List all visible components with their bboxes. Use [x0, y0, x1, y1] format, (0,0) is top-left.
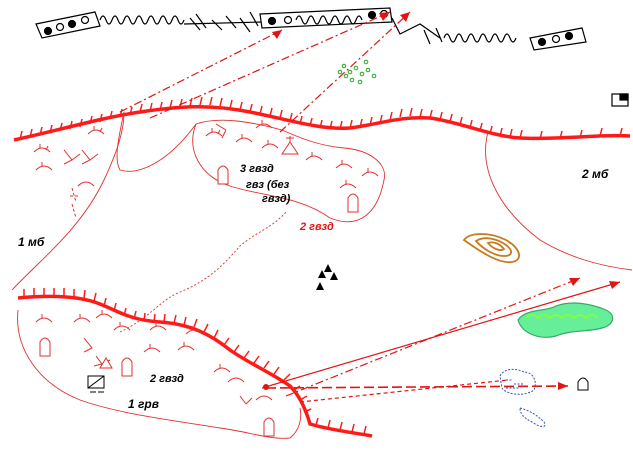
label-3gvzd: 3 гвзд — [240, 163, 274, 175]
shelter-icon — [347, 193, 359, 213]
enemy-pillbox-strip-left — [35, 11, 101, 39]
arrow-heads — [263, 12, 620, 390]
gap-marks-right — [423, 27, 443, 45]
infantry-triangles-icon — [316, 264, 338, 290]
hill-contour-icon — [462, 233, 520, 263]
label-2mb: 2 мб — [581, 167, 609, 181]
enemy-pillbox-strip-right — [529, 27, 587, 51]
legend-marker-icon — [611, 93, 629, 107]
command-post-icon — [87, 375, 105, 393]
shelter-icon — [39, 337, 51, 357]
front-line-upper — [13, 96, 631, 142]
label-2gvzd-lower: 2 гвзд — [149, 373, 184, 385]
observation-post-icon — [99, 357, 113, 369]
target-post-icon — [577, 377, 589, 391]
boundary-1mb — [11, 111, 125, 291]
marsh-icon — [499, 368, 546, 427]
label-2gvzd-upper: 2 гвзд — [299, 221, 334, 233]
forest-icon — [517, 302, 614, 338]
shelter-icons — [39, 136, 359, 437]
shelter-icon — [263, 417, 275, 437]
infantry-positions — [33, 120, 379, 405]
fire-direction-arrows — [119, 11, 621, 403]
boundary-2mb — [485, 131, 633, 271]
label-1grv: 1 грв — [128, 397, 159, 411]
shrubs-icon — [337, 59, 377, 85]
wire-obstacle-right — [443, 33, 517, 43]
label-1mb: 1 мб — [18, 235, 45, 249]
wire-obstacle-icon — [99, 15, 185, 25]
shelter-icon — [217, 165, 229, 185]
shelter-icon — [121, 357, 133, 377]
label-3gvzd-cont: гвз (без — [246, 179, 290, 191]
observation-post-icon — [281, 141, 299, 155]
label-3gvzd-cont2: гвзд) — [262, 193, 291, 205]
boundary-inner — [116, 111, 197, 172]
enemy-pillbox-strip-center — [259, 7, 393, 29]
sector-1grv — [17, 309, 302, 439]
enemy-obstacle-line — [35, 7, 587, 51]
front-line-lower — [17, 288, 373, 438]
